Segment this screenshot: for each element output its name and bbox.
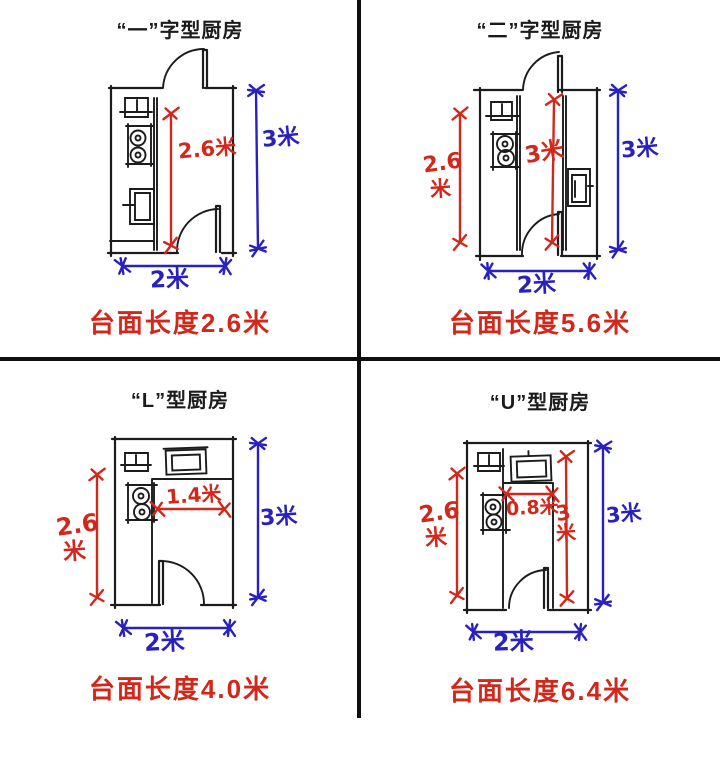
kitchen-title-u-shape: “U”型厨房 [489, 392, 591, 414]
counter-length-caption-l: 台面长度4.0米 [88, 674, 272, 704]
door-bottom [521, 210, 564, 257]
dim-room-height-line [592, 437, 614, 612]
dim-room-height-label: 3米 [259, 503, 299, 532]
counter-length-caption-u: 台面长度6.4米 [448, 676, 632, 706]
dim-counter-length-line [161, 105, 181, 255]
dim-room-height-label: 3米 [604, 500, 643, 528]
dim-left-counter-line [450, 105, 469, 252]
kitchen-title-ii-shape: “二”字型厨房 [476, 20, 604, 42]
dim-room-height-label: 3米 [260, 124, 301, 153]
grid-divider-horizontal [0, 357, 720, 361]
sink [162, 446, 209, 476]
walls [462, 439, 593, 615]
dim-room-width-label: 2米 [516, 270, 557, 300]
dim-left-counter-line [447, 465, 467, 605]
floor-plan-l-shape [87, 434, 269, 639]
dim-middle-counter-line [543, 90, 564, 251]
stove [125, 123, 155, 168]
dim-left-counter-value: 2.6 [421, 148, 464, 179]
dim-middle-counter-line [557, 447, 576, 607]
dim-room-width-line [480, 261, 598, 281]
door-top [162, 48, 209, 90]
door-bottom [176, 204, 222, 254]
counter-length-caption-ii: 台面长度5.6米 [448, 308, 632, 338]
stove [125, 482, 158, 524]
dim-left-counter-unit: 米 [429, 176, 452, 202]
stove [480, 492, 511, 535]
dim-inner-counter-label: 1.4米 [165, 481, 223, 509]
floor-plan-ii-shape [450, 51, 629, 281]
dim-left-counter-unit: 米 [62, 538, 87, 566]
quadrant-ii-shape: “二”字型厨房 [360, 0, 720, 357]
dim-room-height-line [607, 81, 629, 259]
dim-room-height-line [247, 434, 269, 607]
floor-plan-u-shape [447, 437, 614, 642]
dim-inner-counter-line [149, 500, 233, 518]
oven-cabinet [567, 168, 594, 207]
dim-room-height-label: 3米 [619, 135, 660, 164]
range-hood [473, 452, 505, 472]
range-hood [120, 452, 152, 472]
range-hood [119, 97, 153, 118]
quadrant-i-shape: “一”字型厨房 [0, 0, 360, 357]
range-hood [485, 101, 521, 121]
dim-inner-counter-label: 0.8米 [505, 495, 560, 521]
dim-counter-length-label: 2.6米 [177, 134, 238, 164]
dim-room-height-line [246, 81, 269, 258]
counter-length-caption-i: 台面长度2.6米 [88, 308, 272, 338]
dim-left-counter-unit: 米 [424, 525, 448, 552]
dim-left-counter-value: 2.6 [417, 497, 462, 529]
dim-left-counter-value: 2.6 [54, 508, 101, 542]
dim-inner-counter-line [498, 485, 561, 503]
kitchen-title-l-shape: “L”型厨房 [130, 390, 230, 412]
door-bottom [508, 566, 550, 610]
sink-cabinet [122, 188, 155, 225]
walls [472, 86, 602, 262]
kitchen-title-i-shape: “一”字型厨房 [116, 20, 244, 42]
dim-room-width-line [114, 617, 239, 639]
dim-room-width-line [113, 255, 235, 277]
dim-room-width-label: 2米 [492, 627, 535, 657]
door-bottom [157, 559, 205, 606]
stove [490, 131, 521, 171]
quadrant-u-shape: “U”型厨房 [360, 361, 720, 779]
door-top [522, 51, 564, 94]
quadrant-l-shape: “L”型厨房 [0, 361, 360, 779]
dim-room-width-label: 2米 [143, 626, 186, 658]
dim-middle-counter-unit: 米 [555, 520, 577, 546]
walls [109, 435, 238, 610]
dim-room-width-line [464, 622, 590, 642]
dim-room-width-label: 2米 [149, 266, 190, 294]
floor-plan-i-shape [106, 48, 269, 277]
sink [509, 450, 553, 483]
dim-left-counter-line [87, 466, 106, 607]
